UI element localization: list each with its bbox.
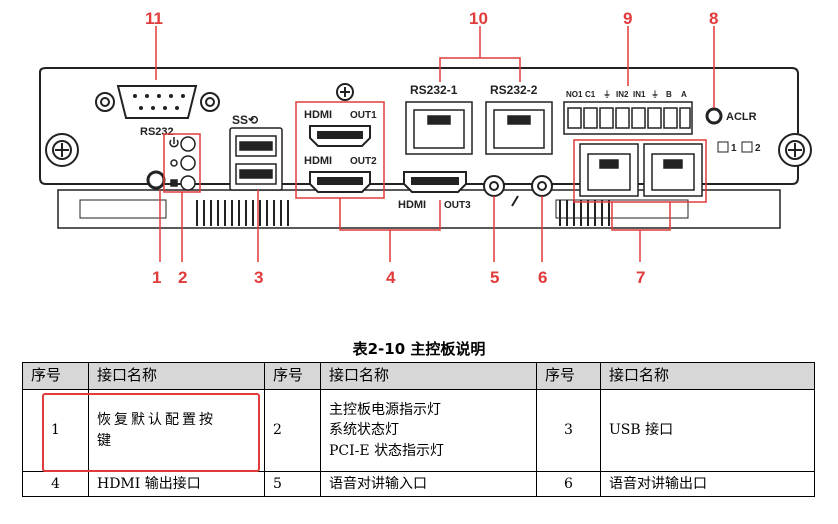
callout-3: 3: [254, 268, 263, 287]
table-row: 4 HDMI 输出接口 5 语音对讲输入口 6 语音对讲输出口: [22, 470, 815, 498]
header-no-2: 序号: [264, 362, 321, 390]
hdmi-logo-3: HDMI: [398, 199, 426, 211]
interface-table: 序号 接口名称 序号 接口名称 序号 接口名称 1 恢复默认配置按 键 2 主控…: [22, 362, 815, 498]
row-name-line: 语音对讲输出口: [609, 476, 707, 492]
main-control-board-diagram: RS232 SS⟲ HDMI OUT1 HDMI OUT2 HDMI OUT3 …: [39, 9, 812, 287]
callout-numbers: 1 2 3 4 5 6 7 8 9 10 11: [145, 9, 718, 287]
terminal-label: C1: [585, 90, 596, 99]
row-no: 5: [264, 470, 321, 498]
header-name-1: 接口名称: [88, 362, 265, 390]
row-name-line: 键: [97, 432, 111, 449]
callout-2: 2: [178, 268, 187, 287]
row-no: 1: [22, 389, 89, 472]
terminal-label: IN1: [633, 90, 646, 99]
indicator-leds: [169, 136, 196, 191]
aclr-label: ACLR: [726, 111, 757, 123]
terminal-block: [563, 101, 693, 135]
screw-icon: [45, 133, 812, 167]
hdmi-out3-label: OUT3: [444, 200, 471, 211]
row-name-line: USB 接口: [609, 422, 674, 439]
row-no: 6: [536, 470, 601, 498]
rs232-label: RS232: [140, 126, 174, 138]
rs232-1-label: RS232-1: [410, 83, 458, 97]
row-no: 2: [264, 389, 321, 472]
hdmi-logo-1: HDMI: [304, 109, 332, 121]
hdmi-ports: [309, 125, 467, 193]
callout-11: 11: [145, 9, 163, 28]
rs232-rj45-ports: [405, 101, 553, 155]
usb-ss-icon: SS⟲: [232, 113, 259, 127]
row-name: 语音对讲输入口: [320, 470, 537, 498]
terminal-label: ⏚: [651, 90, 659, 99]
lan-highlight: [573, 139, 707, 203]
callout-lines: [155, 26, 715, 262]
row-name-line: 恢复默认配置按: [97, 412, 216, 429]
table-row: 1 恢复默认配置按 键 2 主控板电源指示灯 系统状态灯 PCI-E 状态指示灯…: [22, 389, 815, 472]
header-no-1: 序号: [22, 362, 89, 390]
reset-button: [146, 170, 166, 190]
callout-4: 4: [386, 268, 396, 287]
row-name-line: 语音对讲输入口: [329, 476, 427, 492]
row-name-line: HDMI 输出接口: [97, 476, 201, 492]
row-no: 3: [536, 389, 601, 472]
terminal-label: B: [666, 90, 672, 99]
row-name: 语音对讲输出口: [600, 470, 815, 498]
header-name-2: 接口名称: [320, 362, 537, 390]
usb-ports: [229, 127, 283, 191]
header-no-3: 序号: [536, 362, 601, 390]
lan-1-label: 1: [731, 143, 737, 154]
callout-10: 10: [469, 9, 488, 28]
lan-icons: 1 2: [717, 141, 761, 154]
terminal-label: ⏚: [603, 90, 611, 99]
row-name-line: 主控板电源指示灯: [329, 402, 441, 419]
hdmi-out1-label: OUT1: [350, 110, 377, 121]
vent-fins: [196, 200, 610, 226]
row-name: 主控板电源指示灯 系统状态灯 PCI-E 状态指示灯: [320, 389, 537, 472]
row-name: 恢复默认配置按 键: [88, 389, 265, 472]
row-name-line: 系统状态灯: [329, 422, 399, 439]
terminal-label: IN2: [616, 90, 629, 99]
ground-icon: [336, 83, 354, 101]
rs232-2-label: RS232-2: [490, 83, 538, 97]
callout-6: 6: [538, 268, 547, 287]
aclr-button: [705, 107, 723, 125]
hdmi-out2-label: OUT2: [350, 156, 377, 167]
lan-ports: [579, 143, 703, 197]
terminal-label: A: [681, 90, 687, 99]
callout-5: 5: [490, 268, 499, 287]
header-name-3: 接口名称: [600, 362, 815, 390]
table-caption: 表2-10 主控板说明: [352, 340, 486, 358]
row-no: 4: [22, 470, 89, 498]
lan-2-label: 2: [755, 143, 761, 154]
rs232-port: [95, 85, 220, 119]
table-header-row: 序号 接口名称 序号 接口名称 序号 接口名称: [22, 362, 815, 390]
row-name-line: PCI-E 状态指示灯: [329, 442, 445, 459]
terminal-label: NO1: [566, 90, 583, 99]
callout-1: 1: [152, 268, 161, 287]
callout-9: 9: [623, 9, 632, 28]
terminal-labels: NO1 C1 ⏚ IN2 IN1 ⏚ B A: [566, 90, 687, 99]
callout-7: 7: [636, 268, 645, 287]
hdmi-logo-2: HDMI: [304, 155, 332, 167]
callout-8: 8: [709, 9, 718, 28]
row-name: HDMI 输出接口: [88, 470, 265, 498]
audio-jacks: [483, 175, 553, 207]
row-name: USB 接口: [600, 389, 815, 472]
